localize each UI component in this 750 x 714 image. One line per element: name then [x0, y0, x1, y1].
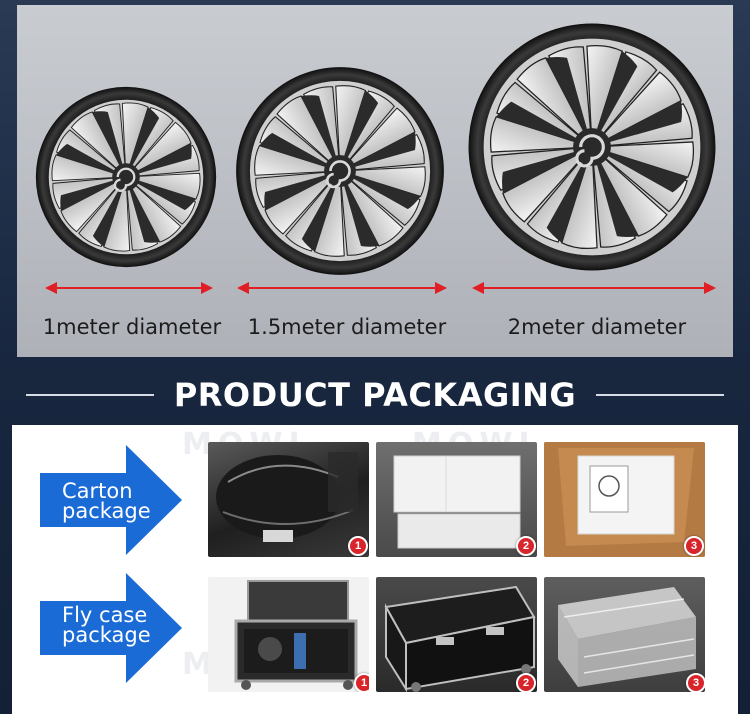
fan-large-image — [468, 23, 716, 271]
fan-sizes-panel: 1meter diameter 1.5meter diameter 2meter… — [17, 5, 733, 357]
flycase-label-line2: package — [62, 623, 151, 647]
section-title: PRODUCT PACKAGING — [173, 376, 577, 414]
packaging-panel: MOWL MOWL MOWL Carton package Fly case p… — [12, 425, 738, 714]
heading-rule-left — [25, 394, 154, 396]
diameter-arrow-large — [472, 282, 716, 294]
carton-photo-2: 2 — [376, 442, 537, 557]
heading-rule-right — [596, 394, 725, 396]
wrapped-fan-image — [216, 452, 358, 542]
step-badge: 1 — [354, 673, 369, 692]
step-badge: 1 — [348, 536, 368, 556]
diameter-label-small: 1meter diameter — [42, 315, 222, 339]
step-badge: 3 — [684, 536, 704, 556]
wrapped-flight-case-image — [558, 587, 696, 687]
diameter-arrow-medium — [237, 282, 447, 294]
flycase-arrow-icon — [40, 573, 182, 683]
fan-small-image — [35, 86, 217, 268]
flycase-label-line1: Fly case — [62, 603, 148, 627]
carton-label-line2: package — [62, 499, 151, 523]
carton-arrow-icon — [40, 445, 182, 555]
diameter-arrow-small — [45, 282, 213, 294]
closed-flight-case-image — [384, 585, 536, 692]
step-badge: 2 — [516, 673, 536, 692]
flycase-photo-3: 3 — [544, 577, 705, 692]
diameter-label-medium: 1.5meter diameter — [247, 315, 447, 339]
fan-medium-image — [236, 67, 444, 275]
step-badge: 3 — [686, 673, 705, 692]
carton-label-line1: Carton — [62, 479, 133, 503]
flycase-photo-2: 2 — [376, 577, 537, 692]
carton-label: Carton package — [62, 479, 151, 523]
carton-photo-1: 1 — [208, 442, 369, 557]
flycase-photo-1: 1 — [208, 577, 369, 692]
carton-photo-3: 3 — [544, 442, 705, 557]
step-badge: 2 — [516, 536, 536, 556]
carton-box-image — [544, 442, 705, 557]
flycase-label: Fly case package — [62, 603, 151, 647]
diameter-label-large: 2meter diameter — [507, 315, 687, 339]
open-flight-case-image — [234, 580, 358, 690]
foam-blocks-image — [393, 455, 521, 549]
section-heading: PRODUCT PACKAGING — [0, 372, 750, 418]
